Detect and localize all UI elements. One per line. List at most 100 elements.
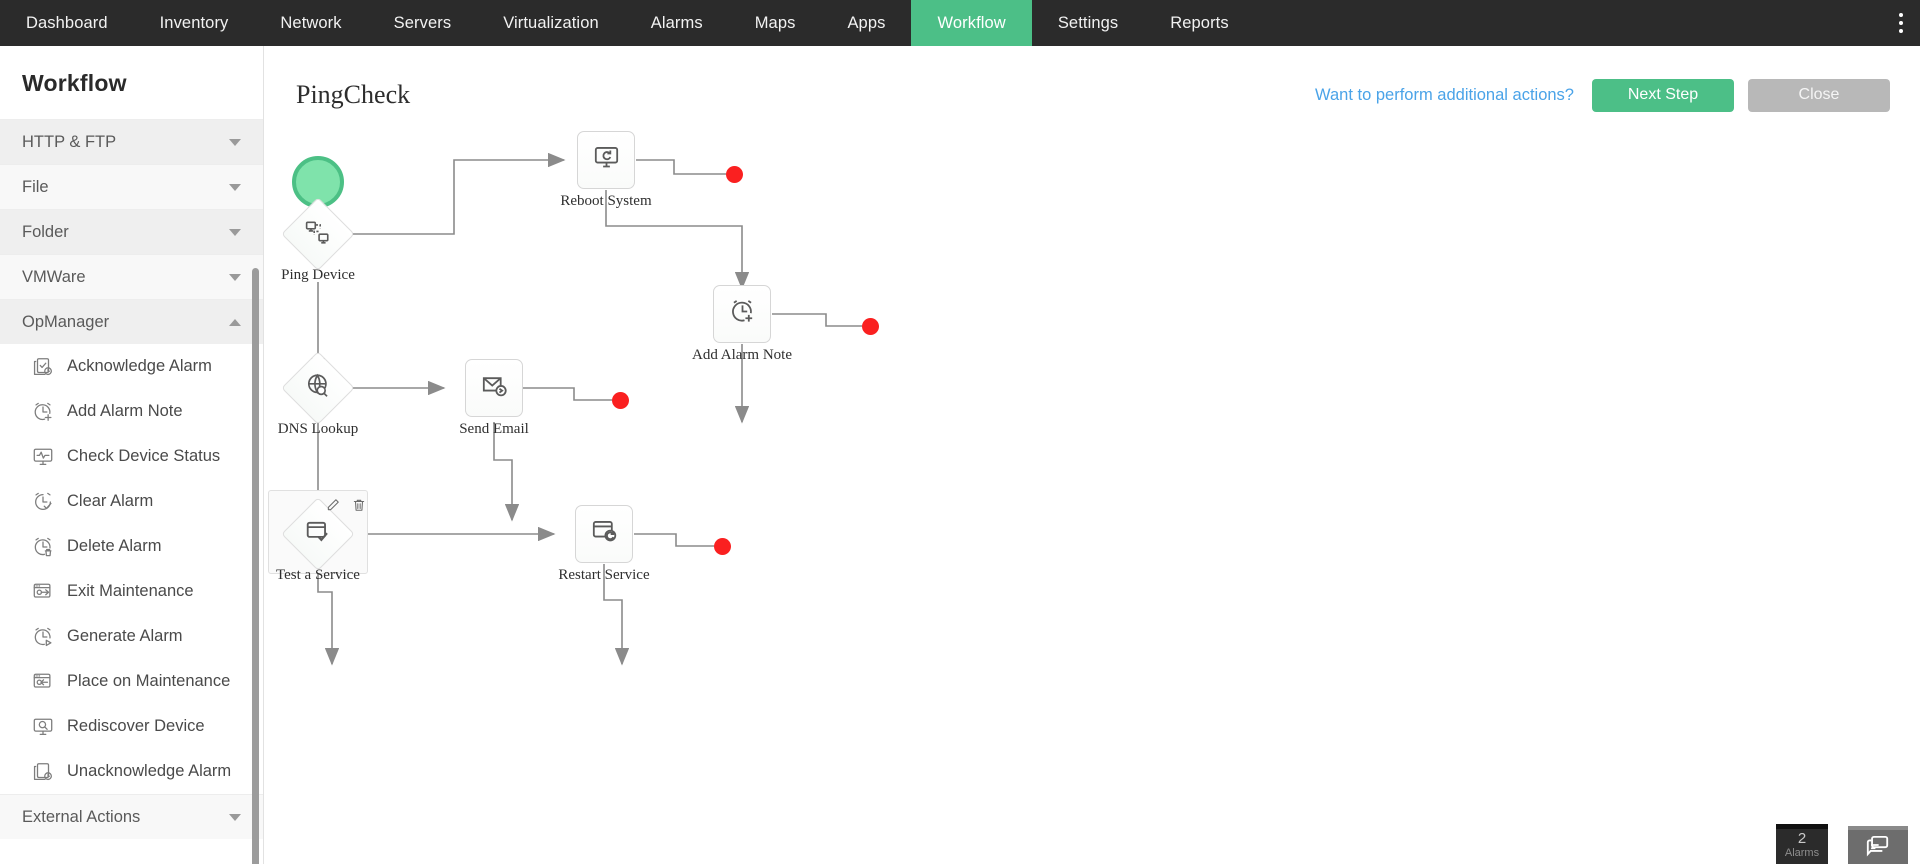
sidebar-scrollbar[interactable] [252,268,259,864]
close-button[interactable]: Close [1748,78,1890,112]
sidebar-item-label: Generate Alarm [67,627,183,646]
sidebar-group-label: File [22,177,49,196]
sidebar-group-label: Folder [22,222,69,241]
sidebar-item-rediscover-device[interactable]: Rediscover Device [0,704,263,749]
nav-item-servers[interactable]: Servers [393,13,452,32]
chat-button[interactable] [1848,826,1908,864]
nav-item-settings[interactable]: Settings [1057,13,1119,32]
node-label: Reboot System [560,193,652,209]
sidebar-item-check-device-status[interactable]: Check Device Status [0,434,263,479]
delete-node-icon[interactable] [352,498,366,512]
sidebar-group-file[interactable]: File [0,164,263,209]
workflow-node-test-a-service[interactable]: Test a Service [264,521,372,584]
alarm-label: Alarms [1784,846,1820,859]
nav-item-virtualization[interactable]: Virtualization [503,13,599,32]
place-on-maintenance-icon [32,671,54,693]
ping-device-icon [305,219,331,250]
send-email-icon [481,372,508,404]
sidebar-group-label: VMWare [22,267,86,286]
nav-item-network[interactable]: Network [280,13,342,32]
chevron-down-icon[interactable] [229,813,241,821]
delete-alarm-icon [32,536,54,558]
reboot-system-icon [593,144,620,176]
sidebar-group-http-ftp[interactable]: HTTP & FTP [0,119,263,164]
start-node[interactable] [292,156,344,208]
workflow-node-dns-lookup[interactable]: DNS Lookup [264,373,372,438]
acknowledge-alarm-icon [32,356,54,378]
test-a-service-icon [305,519,331,550]
workflow-canvas[interactable]: Ping Device Reboot System [264,122,1920,864]
sidebar-item-add-alarm-note[interactable]: Add Alarm Note [0,389,263,434]
node-label: DNS Lookup [277,421,359,437]
workflow-connectors [310,152,862,666]
nav-item-inventory[interactable]: Inventory [159,13,229,32]
sidebar-item-label: Exit Maintenance [67,582,194,601]
nav-item-reports[interactable]: Reports [1170,13,1229,32]
node-hover-toolbar[interactable] [326,498,366,512]
node-label: Send Email [459,421,529,437]
sidebar-group-vmware[interactable]: VMWare [0,254,263,299]
workflow-node-send-email[interactable]: Send Email [440,359,548,438]
sidebar-item-label: Delete Alarm [67,537,162,556]
alarm-count: 2 [1797,830,1807,847]
sidebar-group-label: OpManager [22,312,110,331]
nav-item-alarms[interactable]: Alarms [650,13,703,32]
chevron-down-icon[interactable] [229,228,241,236]
dns-lookup-icon [305,372,332,404]
endpoint-dot[interactable] [725,165,743,183]
header-actions: Want to perform additional actions? Next… [1315,78,1890,112]
nav-item-apps[interactable]: Apps [847,13,886,32]
sidebar-item-label: Clear Alarm [67,492,154,511]
restart-service-icon [591,518,618,550]
edit-node-icon[interactable] [326,498,340,512]
sidebar-item-label: Place on Maintenance [67,672,231,691]
kebab-menu-icon[interactable] [1882,0,1920,46]
sidebar-item-label: Add Alarm Note [67,402,183,421]
check-device-status-icon [32,446,54,468]
chevron-down-icon[interactable] [229,138,241,146]
workflow-node-add-alarm-note[interactable]: Add Alarm Note [688,285,796,364]
sidebar-group-external-actions[interactable]: External Actions [0,794,263,839]
sidebar-item-label: Check Device Status [67,447,221,466]
sidebar-item-unacknowledge-alarm[interactable]: Unacknowledge Alarm [0,749,263,794]
sidebar-item-delete-alarm[interactable]: Delete Alarm [0,524,263,569]
sidebar-item-place-on-maintenance[interactable]: Place on Maintenance [0,659,263,704]
sidebar-group-opmanager[interactable]: OpManager [0,299,263,344]
endpoint-dot[interactable] [861,317,879,335]
page-title: PingCheck [296,80,411,109]
unacknowledge-alarm-icon [32,761,54,783]
exit-maintenance-icon [32,581,54,603]
sidebar-item-acknowledge-alarm[interactable]: Acknowledge Alarm [0,344,263,389]
workflow-node-restart-service[interactable]: Restart Service [550,505,658,584]
workflow-node-reboot-system[interactable]: Reboot System [552,131,660,210]
sidebar-item-label: Acknowledge Alarm [67,357,212,376]
node-label: Test a Service [276,567,360,583]
nav-item-workflow[interactable]: Workflow [911,0,1032,46]
additional-actions-link[interactable]: Want to perform additional actions? [1315,85,1574,104]
sidebar-group-label: External Actions [22,807,141,826]
nav-item-maps[interactable]: Maps [754,13,796,32]
sidebar-item-label: Unacknowledge Alarm [67,762,232,781]
add-alarm-note-icon [32,401,54,423]
endpoint-dot[interactable] [713,537,731,555]
chevron-down-icon[interactable] [229,273,241,281]
chevron-down-icon[interactable] [229,183,241,191]
sidebar-item-exit-maintenance[interactable]: Exit Maintenance [0,569,263,614]
main-content: PingCheck Want to perform additional act… [264,46,1920,864]
sidebar-group-folder[interactable]: Folder [0,209,263,254]
nav-item-dashboard[interactable]: Dashboard [26,13,108,32]
next-step-button[interactable]: Next Step [1592,78,1734,112]
chat-icon [1865,832,1891,863]
sidebar-item-label: Rediscover Device [67,717,205,736]
add-alarm-note-icon [729,298,756,330]
workflow-node-ping-device[interactable]: Ping Device [264,220,372,284]
sidebar-item-generate-alarm[interactable]: Generate Alarm [0,614,263,659]
sidebar-item-clear-alarm[interactable]: Clear Alarm [0,479,263,524]
chevron-up-icon[interactable] [229,318,241,326]
endpoint-dot[interactable] [611,391,629,409]
sidebar-group-label: HTTP & FTP [22,132,117,151]
alarm-count-badge[interactable]: 2 Alarms [1776,824,1828,864]
